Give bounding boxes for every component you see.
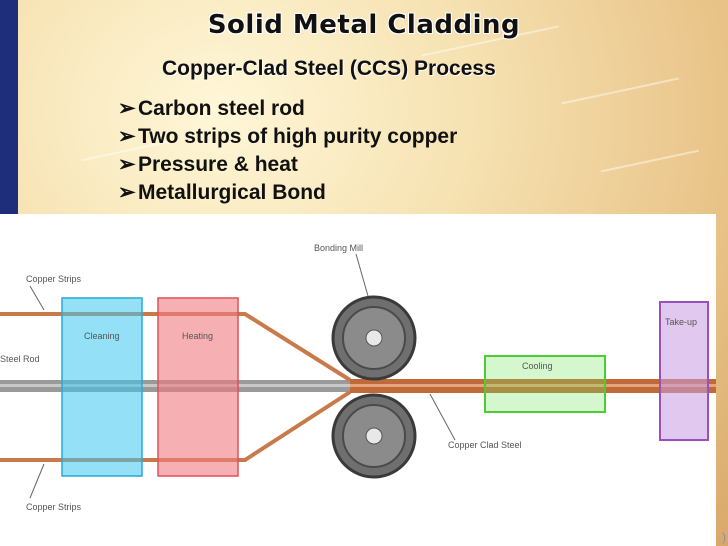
label-cooling: Cooling [522, 361, 553, 371]
background-streak [561, 77, 679, 105]
label-take-up: Take-up [665, 317, 697, 327]
bullet-list: ➢Carbon steel rod ➢Two strips of high pu… [118, 95, 457, 207]
slide-subtitle: Copper-Clad Steel (CCS) Process [162, 57, 496, 80]
heating-station [157, 297, 239, 477]
arrow-bullet-icon: ➢ [118, 181, 136, 204]
roller-axle [365, 329, 383, 347]
leader-line [355, 253, 369, 297]
take-up-station [659, 301, 709, 441]
cleaning-station [61, 297, 143, 477]
ccs-process-diagram: Copper Strips Copper Strips Steel Rod Cl… [0, 214, 716, 546]
label-copper-strips-bottom: Copper Strips [26, 502, 82, 512]
slide-title: Solid Metal Cladding [207, 10, 521, 40]
bullet-item: ➢Carbon steel rod [118, 95, 457, 123]
bullet-item: ➢Two strips of high purity copper [118, 123, 457, 151]
copper-clad-steel-highlight [350, 384, 716, 387]
bullet-label: Pressure & heat [138, 153, 298, 176]
bullet-label: Carbon steel rod [138, 97, 305, 120]
arrow-bullet-icon: ➢ [118, 97, 136, 120]
label-cleaning: Cleaning [84, 331, 120, 341]
label-steel-rod: Steel Rod [0, 354, 40, 364]
roller-axle [365, 427, 383, 445]
leader-line [429, 393, 456, 441]
bullet-item: ➢Pressure & heat [118, 151, 457, 179]
bullet-item: ➢Metallurgical Bond [118, 179, 457, 207]
bullet-label: Two strips of high purity copper [138, 125, 458, 148]
leader-line [29, 463, 45, 499]
cooling-station [484, 355, 606, 413]
arrow-bullet-icon: ➢ [118, 153, 136, 176]
label-copper-strips-top: Copper Strips [26, 274, 82, 284]
label-copper-clad-steel: Copper Clad Steel [448, 440, 522, 450]
left-accent-bar [0, 0, 18, 220]
leader-line [29, 285, 45, 311]
process-diagram-svg: Copper Strips Copper Strips Steel Rod Cl… [0, 243, 716, 512]
arrow-bullet-icon: ➢ [118, 125, 136, 148]
bullet-label: Metallurgical Bond [138, 181, 326, 204]
corner-mark: ) [722, 530, 726, 544]
label-heating: Heating [182, 331, 213, 341]
background-streak [600, 149, 700, 173]
label-bonding-mill: Bonding Mill [314, 243, 363, 253]
